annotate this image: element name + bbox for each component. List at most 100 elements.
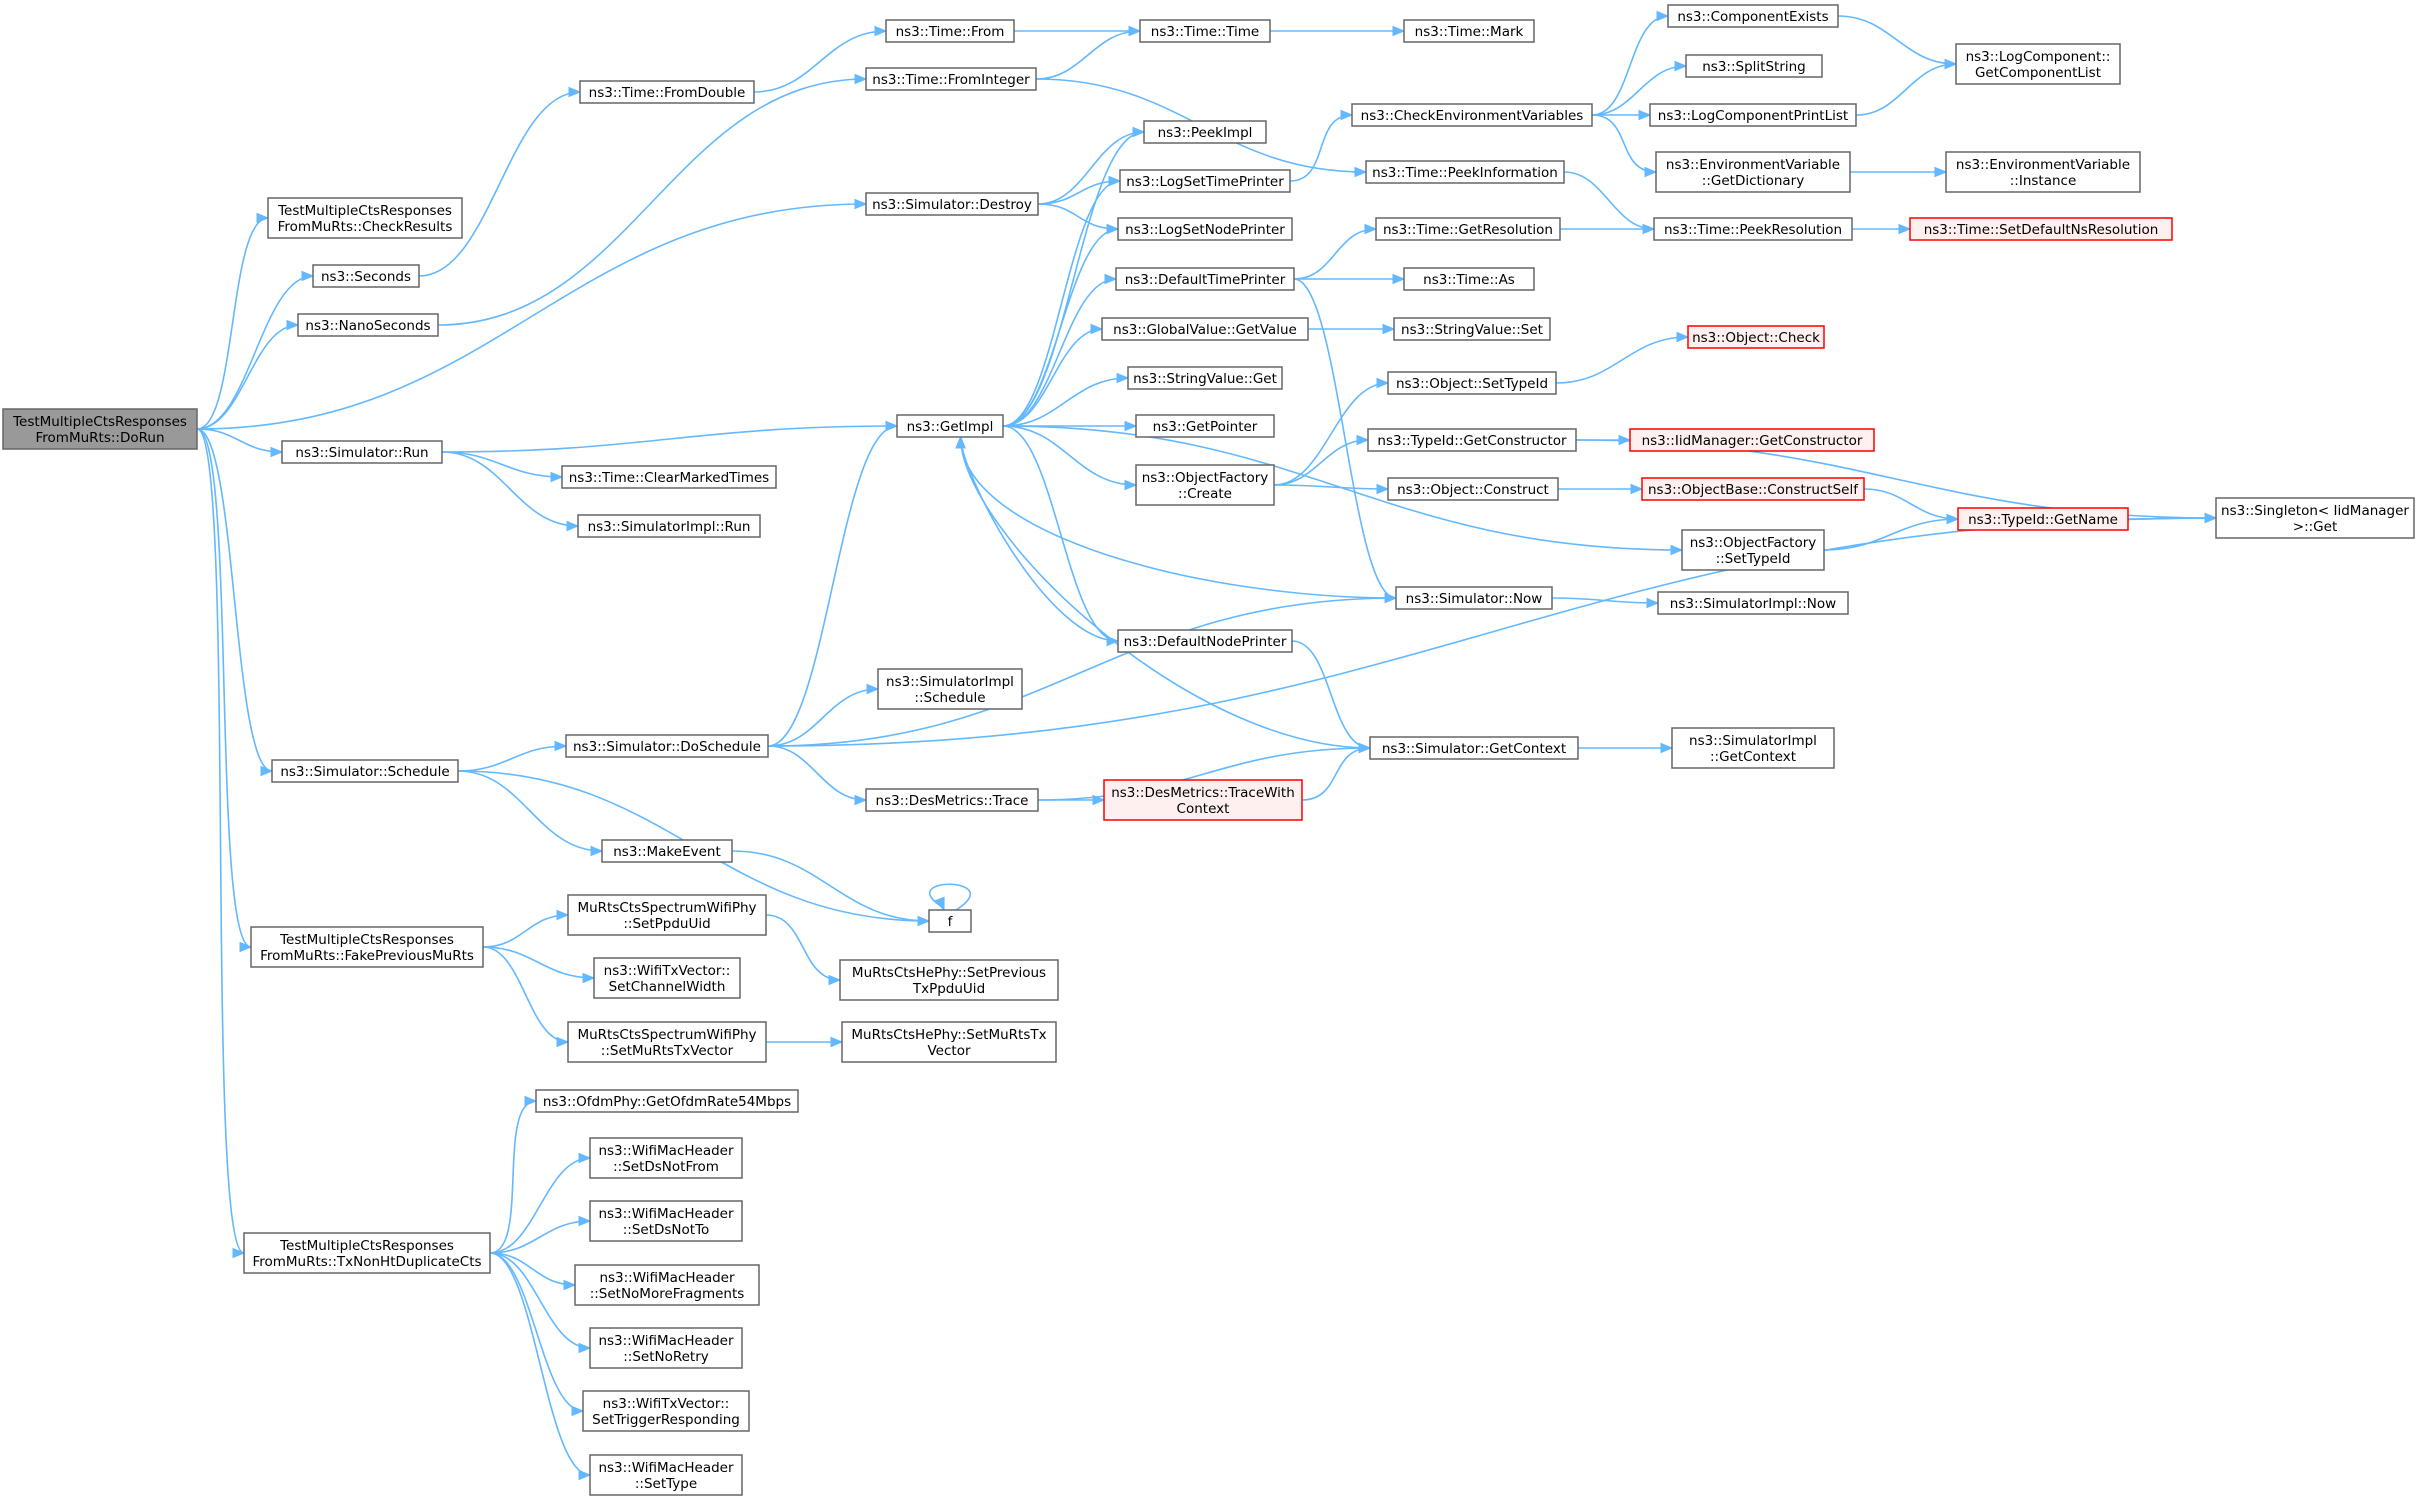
node-label: ns3::Simulator::GetContext bbox=[1382, 741, 1566, 757]
node-fromdouble[interactable]: ns3::Time::FromDouble bbox=[579, 80, 755, 104]
node-peekimpl[interactable]: ns3::PeekImpl bbox=[1143, 120, 1267, 144]
node-defnodeprinter[interactable]: ns3::DefaultNodePrinter bbox=[1117, 629, 1293, 653]
node-box bbox=[1685, 54, 1823, 78]
node-singletonget[interactable]: ns3::Singleton< IidManager>::Get bbox=[2215, 497, 2415, 539]
edge-simrun-to-getimpl bbox=[441, 420, 899, 453]
node-peekres[interactable]: ns3::Time::PeekResolution bbox=[1653, 217, 1853, 241]
node-envinstance[interactable]: ns3::EnvironmentVariable::Instance bbox=[1945, 151, 2141, 193]
node-timetime[interactable]: ns3::Time::Time bbox=[1139, 19, 1271, 43]
node-timefrom[interactable]: ns3::Time::From bbox=[885, 19, 1015, 43]
node-splitstring[interactable]: ns3::SplitString bbox=[1685, 54, 1823, 78]
node-checkenv[interactable]: ns3::CheckEnvironmentVariables bbox=[1351, 103, 1593, 127]
node-simimplschedule[interactable]: ns3::SimulatorImpl::Schedule bbox=[877, 668, 1023, 710]
node-setnomorefrag[interactable]: ns3::WifiMacHeader::SetNoMoreFragments bbox=[574, 1264, 760, 1306]
node-simnow[interactable]: ns3::Simulator::Now bbox=[1395, 586, 1553, 610]
node-box bbox=[1403, 19, 1535, 43]
node-timemark[interactable]: ns3::Time::Mark bbox=[1403, 19, 1535, 43]
node-setdsnotto[interactable]: ns3::WifiMacHeader::SetDsNotTo bbox=[589, 1200, 743, 1242]
node-nanoseconds[interactable]: ns3::NanoSeconds bbox=[297, 313, 439, 337]
node-setdsnotfrom[interactable]: ns3::WifiMacHeader::SetDsNotFrom bbox=[589, 1137, 743, 1179]
node-stringset[interactable]: ns3::StringValue::Set bbox=[1393, 317, 1551, 341]
node-typeidgetname[interactable]: ns3::TypeId::GetName bbox=[1957, 507, 2129, 531]
node-simgetcontext[interactable]: ns3::Simulator::GetContext bbox=[1369, 736, 1579, 760]
node-simrun[interactable]: ns3::Simulator::Run bbox=[281, 440, 443, 464]
node-constructself[interactable]: ns3::ObjectBase::ConstructSelf bbox=[1641, 477, 1865, 501]
node-box bbox=[1957, 507, 2129, 531]
node-box bbox=[839, 959, 1059, 1001]
node-objconstruct[interactable]: ns3::Object::Construct bbox=[1387, 477, 1559, 501]
node-label: TestMultipleCtsResponses bbox=[279, 932, 454, 948]
node-box bbox=[1395, 586, 1553, 610]
node-setnoretry[interactable]: ns3::WifiMacHeader::SetNoRetry bbox=[589, 1327, 743, 1369]
node-doschedule[interactable]: ns3::Simulator::DoSchedule bbox=[565, 734, 769, 758]
node-frominteger[interactable]: ns3::Time::FromInteger bbox=[865, 67, 1037, 91]
node-checkresults[interactable]: TestMultipleCtsResponsesFromMuRts::Check… bbox=[267, 197, 463, 239]
node-label: FromMuRts::TxNonHtDuplicateCts bbox=[252, 1254, 481, 1270]
edge-line bbox=[1273, 439, 1369, 486]
arrow-head bbox=[578, 1342, 592, 1354]
node-settype[interactable]: ns3::WifiMacHeader::SetType bbox=[589, 1454, 743, 1496]
node-getresolution[interactable]: ns3::Time::GetResolution bbox=[1375, 217, 1561, 241]
node-makeevent[interactable]: ns3::MakeEvent bbox=[601, 839, 733, 863]
node-simdestroy[interactable]: ns3::Simulator::Destroy bbox=[865, 192, 1039, 216]
edge-line bbox=[489, 1100, 537, 1254]
node-f[interactable]: f bbox=[928, 909, 972, 933]
edge-getimpl-to-stringget bbox=[1002, 372, 1130, 427]
node-objsettypeid[interactable]: ns3::Object::SetTypeId bbox=[1387, 371, 1557, 395]
node-setchannelwidth[interactable]: ns3::WifiTxVector::SetChannelWidth bbox=[593, 957, 741, 999]
node-typeidgetctor[interactable]: ns3::TypeId::GetConstructor bbox=[1367, 428, 1577, 452]
node-ofdmrate[interactable]: ns3::OfdmPhy::GetOfdmRate54Mbps bbox=[535, 1089, 799, 1113]
node-logsetnode[interactable]: ns3::LogSetNodePrinter bbox=[1117, 217, 1293, 241]
node-logcompprint[interactable]: ns3::LogComponentPrintList bbox=[1649, 103, 1857, 127]
node-objcheck[interactable]: ns3::Object::Check bbox=[1687, 325, 1825, 349]
node-logcomplist[interactable]: ns3::LogComponent::GetComponentList bbox=[1955, 43, 2121, 85]
node-stringget[interactable]: ns3::StringValue::Get bbox=[1127, 366, 1283, 390]
edge-doschedule-to-simnow bbox=[767, 592, 1398, 747]
node-ofcreate[interactable]: ns3::ObjectFactory::Create bbox=[1135, 464, 1275, 506]
node-compexists[interactable]: ns3::ComponentExists bbox=[1667, 4, 1839, 28]
node-iidgetctor[interactable]: ns3::IidManager::GetConstructor bbox=[1629, 428, 1875, 452]
node-txnonht[interactable]: TestMultipleCtsResponsesFromMuRts::TxNon… bbox=[243, 1232, 491, 1274]
arrow-head bbox=[1364, 223, 1378, 235]
edge-line bbox=[1037, 203, 1119, 230]
node-seconds[interactable]: ns3::Seconds bbox=[312, 264, 420, 288]
edge-getimpl-to-ofsettypeid bbox=[1002, 425, 1684, 556]
node-hesetmurtstx[interactable]: MuRtsCtsHePhy::SetMuRtsTxVector bbox=[841, 1021, 1057, 1063]
node-setppduuid[interactable]: MuRtsCtsSpectrumWifiPhy::SetPpduUid bbox=[567, 894, 767, 936]
node-settriggerresp[interactable]: ns3::WifiTxVector::SetTriggerResponding bbox=[582, 1390, 750, 1432]
node-label: ns3::WifiTxVector:: bbox=[604, 963, 731, 979]
node-label: ns3::WifiMacHeader bbox=[598, 1143, 734, 1159]
node-box bbox=[1387, 371, 1557, 395]
node-setmurtstxvec[interactable]: MuRtsCtsSpectrumWifiPhy::SetMuRtsTxVecto… bbox=[567, 1021, 767, 1063]
node-label: TestMultipleCtsResponses bbox=[277, 203, 452, 219]
node-label: ns3::EnvironmentVariable bbox=[1956, 157, 2130, 173]
node-simimplgetctx[interactable]: ns3::SimulatorImpl::GetContext bbox=[1671, 727, 1835, 769]
node-ofsettypeid[interactable]: ns3::ObjectFactory::SetTypeId bbox=[1681, 529, 1825, 571]
node-getpointer[interactable]: ns3::GetPointer bbox=[1135, 414, 1275, 438]
node-timeas[interactable]: ns3::Time::As bbox=[1403, 267, 1535, 291]
node-logsettime[interactable]: ns3::LogSetTimePrinter bbox=[1119, 169, 1291, 193]
arrow-head bbox=[232, 1247, 246, 1259]
edge-line bbox=[489, 1252, 591, 1349]
node-deftimeprinter[interactable]: ns3::DefaultTimePrinter bbox=[1115, 267, 1295, 291]
node-simimplnow[interactable]: ns3::SimulatorImpl::Now bbox=[1657, 591, 1849, 615]
node-clearmarked[interactable]: ns3::Time::ClearMarkedTimes bbox=[561, 465, 777, 489]
node-setdefaultns[interactable]: ns3::Time::SetDefaultNsResolution bbox=[1909, 217, 2173, 241]
node-desmetrics[interactable]: ns3::DesMetrics::Trace bbox=[865, 788, 1039, 812]
node-simimplrun[interactable]: ns3::SimulatorImpl::Run bbox=[577, 514, 761, 538]
node-gvgetvalue[interactable]: ns3::GlobalValue::GetValue bbox=[1101, 317, 1309, 341]
node-envgetdict[interactable]: ns3::EnvironmentVariable::GetDictionary bbox=[1655, 151, 1851, 193]
edge-line bbox=[2127, 517, 2217, 520]
edge-line bbox=[1293, 278, 1397, 599]
node-fakeprev[interactable]: TestMultipleCtsResponsesFromMuRts::FakeP… bbox=[250, 926, 484, 968]
node-peekinfo[interactable]: ns3::Time::PeekInformation bbox=[1365, 160, 1565, 184]
node-simschedule[interactable]: ns3::Simulator::Schedule bbox=[271, 759, 459, 783]
node-getimpl[interactable]: ns3::GetImpl bbox=[896, 414, 1004, 438]
edge-checkenv-to-splitstring bbox=[1591, 60, 1688, 116]
node-label: TestMultipleCtsResponses bbox=[279, 1238, 454, 1254]
edge-simrun-to-simimplrun bbox=[441, 451, 580, 532]
node-label: FromMuRts::FakePreviousMuRts bbox=[260, 948, 474, 964]
